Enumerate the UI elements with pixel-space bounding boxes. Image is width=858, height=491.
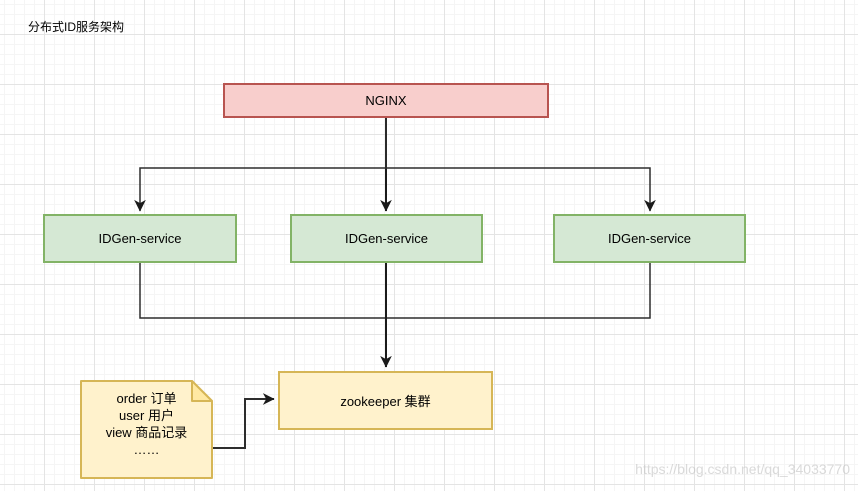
- note-line: view 商品记录: [105, 425, 188, 440]
- csdn-watermark: https://blog.csdn.net/qq_34033770: [635, 461, 850, 477]
- note-line: ……: [133, 442, 160, 457]
- idgen-service-node-1: IDGen-service: [43, 214, 237, 263]
- idgen-service-label: IDGen-service: [98, 231, 182, 246]
- zookeeper-label: zookeeper 集群: [340, 394, 431, 409]
- diagram-title: 分布式ID服务架构: [28, 20, 125, 34]
- connector-nginx-to-service3: [385, 118, 656, 212]
- note-shape: [80, 380, 213, 479]
- idgen-service-label: IDGen-service: [344, 231, 429, 246]
- connector-nginx-to-service1: [134, 118, 387, 212]
- note-fold-corner: [191, 380, 213, 402]
- connector-service1-to-service3: [139, 263, 651, 319]
- note-text: order 订单 user 用户 view 商品记录 ……: [81, 390, 212, 458]
- nginx-node: NGINX: [223, 83, 549, 118]
- idgen-service-node-2: IDGen-service: [290, 214, 483, 263]
- connector-note-to-zookeeper: [212, 393, 275, 449]
- idgen-service-label: IDGen-service: [607, 231, 692, 246]
- note-line: order 订单: [116, 391, 177, 406]
- nginx-label: NGINX: [365, 93, 407, 108]
- zookeeper-node: zookeeper 集群: [278, 371, 493, 430]
- idgen-service-node-3: IDGen-service: [553, 214, 746, 263]
- note-line: user 用户: [119, 408, 174, 423]
